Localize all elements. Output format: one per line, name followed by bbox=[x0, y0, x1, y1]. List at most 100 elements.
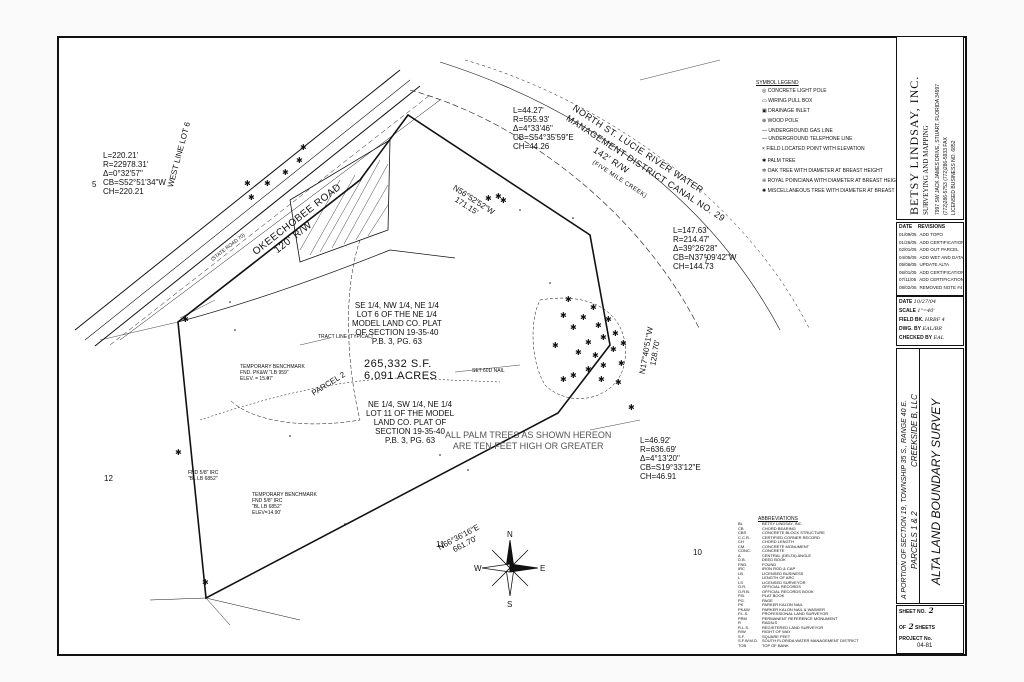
legend-item: — UNDERGROUND TELEPHONE LINE bbox=[762, 136, 853, 142]
abbrev-key: FND. bbox=[738, 561, 748, 567]
compass-s: S bbox=[507, 600, 513, 609]
svg-text:✱: ✱ bbox=[620, 339, 627, 348]
svg-text:✱: ✱ bbox=[202, 578, 209, 587]
symbol-legend: SYMBOL LEGEND ◎ CONCRETE LIGHT POLE ▭ WI… bbox=[742, 80, 915, 198]
legend-item: — UNDERGROUND GAS LINE bbox=[762, 128, 833, 134]
abbrev-meaning: CERTIFIED CORNER RECORD bbox=[762, 534, 820, 540]
abbrev-row: O.R.OFFICIAL RECORDS bbox=[738, 584, 888, 590]
revision-date: 06/01/05 bbox=[899, 269, 917, 275]
palm-tree-icon: ✱ bbox=[762, 158, 768, 164]
revision-date: 01/26/05 bbox=[899, 239, 917, 245]
section-line: A PORTION OF SECTION 19, TOWNSHIP 35 S.,… bbox=[901, 399, 908, 599]
abbrev-key: CM bbox=[738, 543, 745, 549]
abbrev-row: P.L.S.PROFESSIONAL LAND SURVEYOR bbox=[738, 611, 888, 617]
revision-date: 07/11/05 bbox=[899, 277, 917, 282]
abbrev-meaning: SOUTH FLORIDA WATER MANAGEMENT DISTRICT bbox=[762, 638, 859, 643]
svg-text:✱: ✱ bbox=[610, 345, 617, 354]
abbrev-key: CB bbox=[738, 525, 744, 531]
abbrev-meaning: TOP OF BANK bbox=[762, 642, 789, 648]
svg-text:✱: ✱ bbox=[585, 338, 592, 347]
date-row: DATE 10/27/04 bbox=[899, 299, 937, 305]
poinciana-icon: ❊ bbox=[762, 178, 768, 184]
abbrev-row: P.B.PLAT BOOK bbox=[738, 593, 888, 599]
svg-text:✱: ✱ bbox=[600, 333, 607, 342]
parcels-line: PARCELS 1 & 2 bbox=[910, 511, 919, 569]
company-phone: (772)286-5753 (772)286-5933 FAX bbox=[943, 137, 949, 215]
abbrev-key: LB bbox=[738, 570, 743, 576]
svg-text:✱: ✱ bbox=[615, 378, 622, 387]
legend-item: ✱ PALM TREE bbox=[762, 158, 796, 164]
abbrev-meaning: CONCRETE MONUMENT bbox=[762, 543, 810, 549]
revision-text: ADD TOPO bbox=[919, 232, 943, 237]
svg-text:✱: ✱ bbox=[570, 371, 577, 380]
revision-date: 01/09/05 bbox=[899, 232, 917, 237]
svg-text:✱: ✱ bbox=[495, 192, 502, 201]
svg-text:✱: ✱ bbox=[595, 321, 602, 330]
abbrev-key: S.F.W.M.D. bbox=[738, 638, 758, 643]
legend-item: × FIELD LOCATED POINT WITH ELEVATION bbox=[762, 146, 865, 152]
abbrev-row: S.F.W.M.D. SOUTH FLORIDA WATER MANAGEMENT… bbox=[738, 638, 888, 644]
abbrev-key: CONC. bbox=[738, 548, 751, 553]
abbrev-meaning: CHORD BEARING bbox=[762, 525, 796, 531]
client-line: CREEKSIDE B, LLC bbox=[910, 394, 919, 467]
abbrev-meaning: PAGE bbox=[762, 597, 773, 603]
legend-title: SYMBOL LEGEND bbox=[756, 80, 799, 86]
area-label: 265,332 S.F.6.091 ACRES bbox=[364, 358, 438, 382]
abbrev-meaning: IRON ROD & CAP bbox=[762, 566, 796, 571]
abbrev-key: CBS bbox=[738, 530, 747, 535]
abbrev-key: BL bbox=[738, 521, 743, 526]
svg-text:✱: ✱ bbox=[605, 315, 612, 324]
light-pole-icon: ◎ bbox=[762, 88, 768, 94]
svg-text:✱: ✱ bbox=[560, 311, 567, 320]
abbrev-key: O.R. bbox=[738, 584, 747, 589]
sheet-row: SHEET NO. 2 bbox=[899, 606, 934, 615]
abbrev-key: R/W bbox=[738, 629, 746, 634]
abbrev-row: O.R.B.OFFICIAL RECORDS BOOK bbox=[738, 589, 888, 595]
abbrev-row: D.B.DEED BOOK bbox=[738, 557, 888, 563]
abbrev-key: PK&W bbox=[738, 606, 750, 612]
abbrev-meaning: CONCRETE bbox=[762, 548, 785, 553]
abbrev-key: Δ bbox=[738, 552, 741, 558]
abbrev-meaning: CHORD LENGTH bbox=[762, 539, 795, 544]
svg-text:✱: ✱ bbox=[248, 193, 255, 202]
curve-data-top: L=44.27'R=555.93'Δ=4°33'46"CB=S54°35'59"… bbox=[513, 106, 574, 151]
abbrev-key: L bbox=[738, 575, 741, 580]
abbrev-key: R bbox=[738, 620, 741, 625]
svg-text:✱: ✱ bbox=[575, 348, 582, 357]
revision-text: ADD OUT PARCEL bbox=[919, 247, 959, 252]
svg-text:✱: ✱ bbox=[264, 179, 271, 188]
revision-text: ADD CERTIFICATION bbox=[919, 277, 965, 282]
abbrev-key: P.L.S. bbox=[738, 611, 749, 616]
revision-text: ADD WET AND DATA bbox=[919, 254, 964, 260]
svg-text:✱: ✱ bbox=[570, 323, 577, 332]
abbrev-key: C.C.R. bbox=[738, 534, 750, 540]
compass-n: N bbox=[507, 530, 513, 539]
scale-row: SCALE 1"=40' bbox=[899, 308, 935, 314]
revision-date: 02/01/05 bbox=[899, 247, 917, 252]
abbrev-key: PG. bbox=[738, 597, 745, 603]
company-block: BETSY LINDSAY, INC. SURVEYING AND MAPPIN… bbox=[896, 36, 964, 220]
abbrev-row: FND.FOUND bbox=[738, 561, 888, 568]
abbrev-row: R/W RIGHT OF WAY bbox=[738, 629, 888, 635]
abbrev-key: S.F. bbox=[738, 633, 745, 639]
svg-text:✱: ✱ bbox=[182, 315, 189, 324]
revisions-header: DATE REVISIONS bbox=[899, 224, 946, 230]
abbrev-row: C.C.R. CERTIFIED CORNER RECORD bbox=[738, 534, 888, 541]
company-name: BETSY LINDSAY, INC. bbox=[907, 75, 921, 215]
abbrev-key: R.L.S. bbox=[738, 624, 750, 630]
legend-item: ◎ CONCRETE LIGHT POLE bbox=[762, 88, 827, 94]
company-license: LICENSED BUSINESS NO. 6852 bbox=[951, 140, 957, 215]
legend-item: ⊕ WOOD POLE bbox=[762, 118, 799, 124]
abbrev-meaning: RIGHT OF WAY bbox=[762, 629, 791, 634]
